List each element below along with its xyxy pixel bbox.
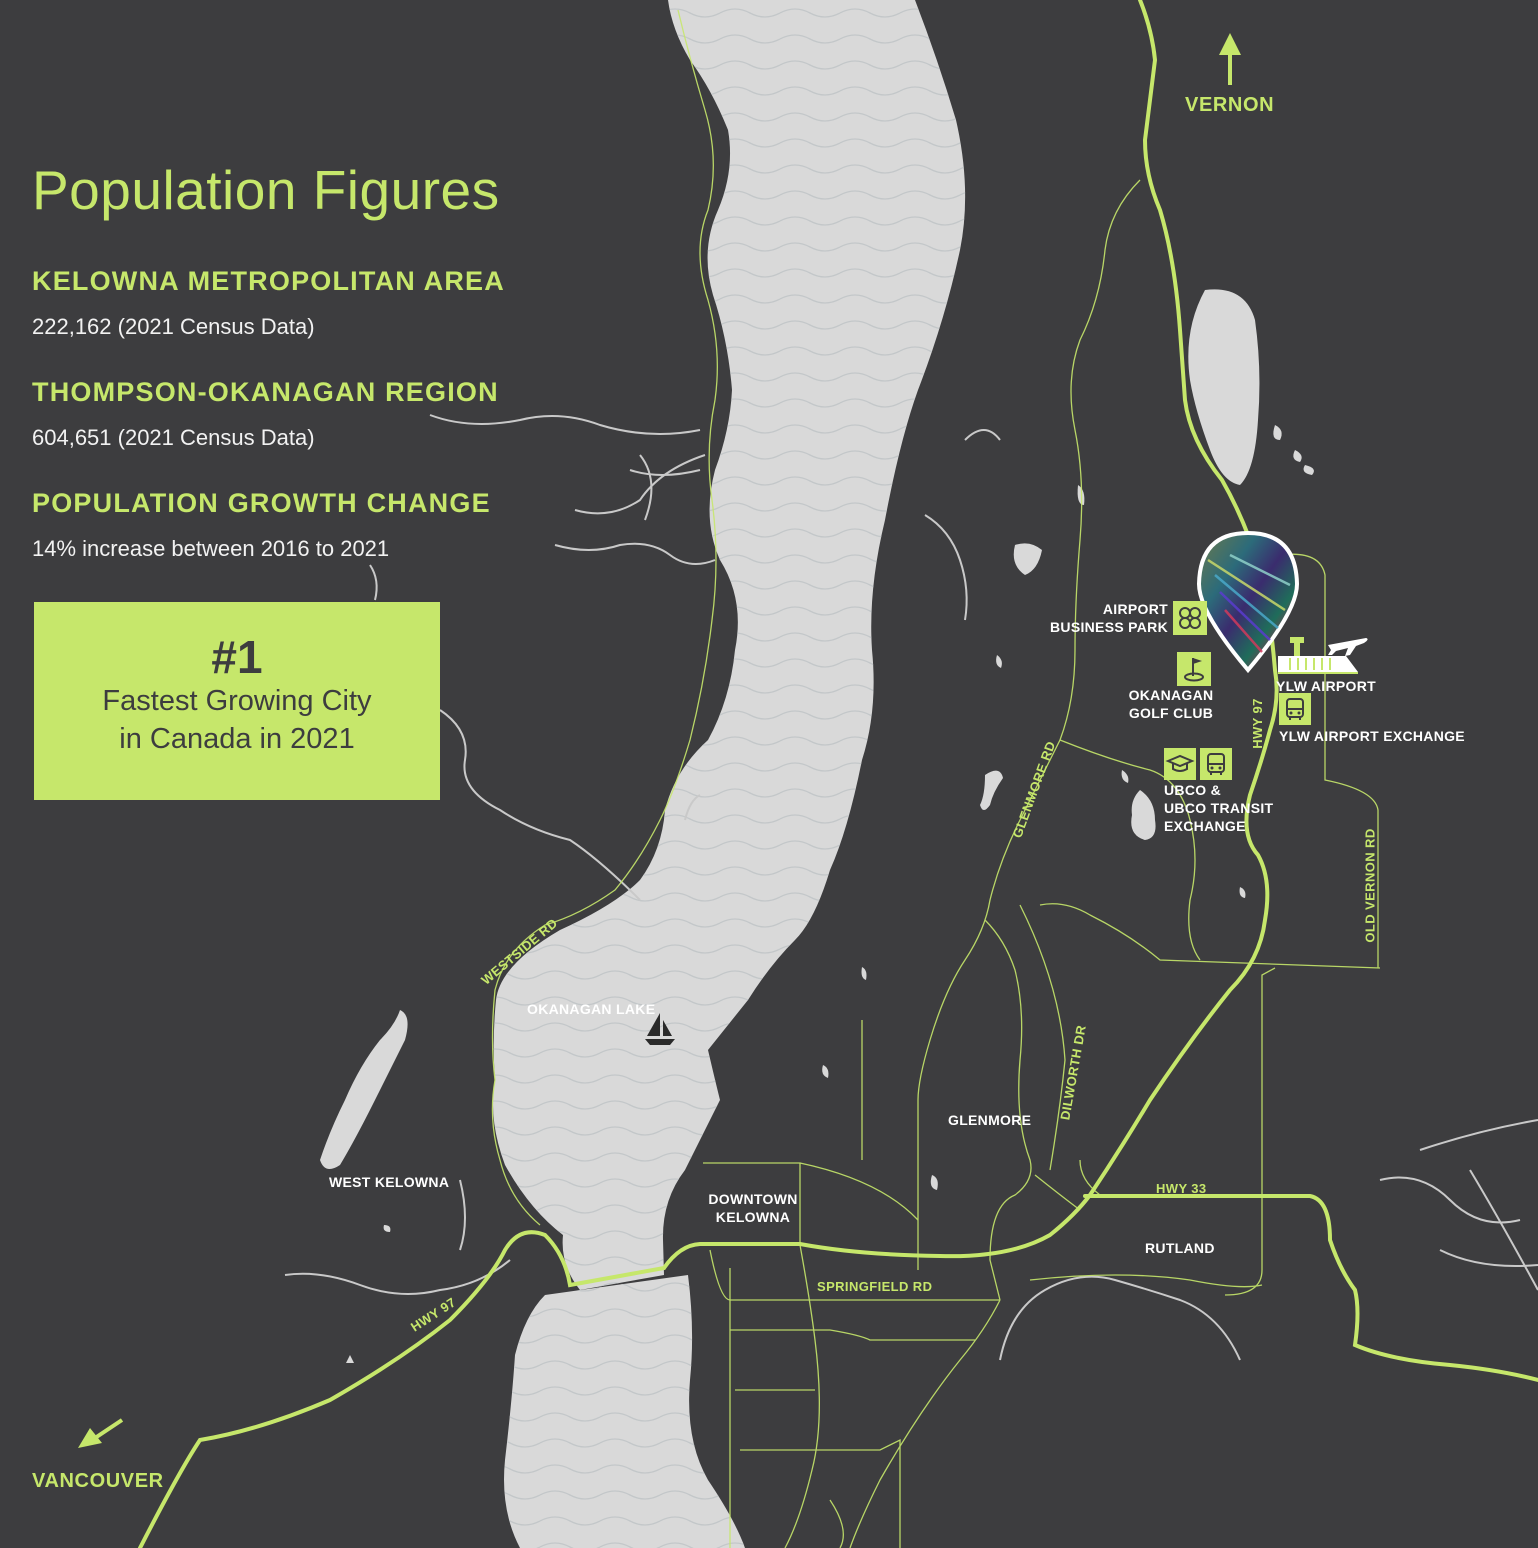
stat-heading-population-growth: POPULATION GROWTH CHANGE bbox=[32, 488, 491, 518]
golf-line-2: GOLF CLUB bbox=[1128, 705, 1214, 721]
place-label-downtown-kelowna: DOWNTOWN KELOWNA bbox=[705, 1190, 801, 1226]
golf-line-1: OKANAGAN bbox=[1128, 687, 1214, 703]
road-label-springfield-rd: SPRINGFIELD RD bbox=[817, 1279, 933, 1294]
road-label-old-vernon-rd: OLD VERNON RD bbox=[1362, 828, 1378, 943]
ubco-line-3: EXCHANGE bbox=[1164, 818, 1246, 834]
location-pin-icon bbox=[1196, 530, 1300, 674]
sailboat-icon bbox=[645, 1013, 675, 1045]
page-title: Population Figures bbox=[32, 159, 500, 221]
place-label-rutland: RUTLAND bbox=[1145, 1240, 1215, 1256]
airport-bp-line-1: AIRPORT bbox=[1102, 601, 1168, 617]
callout-line-1: Fastest Growing City bbox=[102, 685, 372, 717]
place-label-glenmore: GLENMORE bbox=[948, 1112, 1032, 1128]
highways bbox=[138, 0, 1538, 1548]
road-label-hwy-33: HWY 33 bbox=[1156, 1181, 1207, 1196]
minor-roads bbox=[491, 9, 1381, 1548]
stat-heading-thompson-okanagan: THOMPSON-OKANAGAN REGION bbox=[32, 377, 499, 407]
place-label-okanagan-lake: OKANAGAN LAKE bbox=[527, 1001, 656, 1017]
bus-icon bbox=[1200, 748, 1232, 780]
okanagan-lake-shape bbox=[492, 0, 966, 1548]
arrow-north-icon bbox=[1219, 33, 1241, 85]
place-label-ubco: UBCO & UBCO TRANSIT EXCHANGE bbox=[1164, 781, 1273, 835]
place-label-okanagan-golf-club: OKANAGAN GOLF CLUB bbox=[1118, 686, 1224, 722]
creeks bbox=[284, 414, 1538, 1361]
bus-icon bbox=[1279, 693, 1311, 725]
callout-rank: #1 bbox=[211, 631, 263, 683]
fastest-growing-callout: #1 Fastest Growing City in Canada in 202… bbox=[34, 602, 440, 800]
stat-value-kelowna-metro: 222,162 (2021 Census Data) bbox=[32, 314, 315, 339]
stat-value-thompson-okanagan: 604,651 (2021 Census Data) bbox=[32, 425, 315, 450]
place-label-ylw-airport-exchange: YLW AIRPORT EXCHANGE bbox=[1279, 728, 1465, 744]
place-label-downtown-line-2: KELOWNA bbox=[715, 1209, 791, 1225]
place-label-downtown-line-1: DOWNTOWN bbox=[708, 1191, 798, 1207]
airport-bp-line-2: BUSINESS PARK bbox=[1050, 619, 1168, 635]
place-label-airport-business-park: AIRPORT BUSINESS PARK bbox=[1040, 600, 1168, 636]
ubco-line-1: UBCO & bbox=[1164, 782, 1222, 798]
direction-label-vancouver: VANCOUVER bbox=[32, 1470, 164, 1492]
callout-line-2: in Canada in 2021 bbox=[119, 723, 355, 755]
place-label-west-kelowna: WEST KELOWNA bbox=[329, 1174, 450, 1190]
small-lakes bbox=[320, 289, 1314, 1363]
airplane-icon bbox=[1328, 638, 1368, 656]
direction-label-vernon: VERNON bbox=[1185, 94, 1275, 116]
arrow-southwest-icon bbox=[78, 1418, 124, 1448]
place-label-ylw-airport: YLW AIRPORT bbox=[1276, 678, 1377, 694]
stat-heading-kelowna-metro: KELOWNA METROPOLITAN AREA bbox=[32, 266, 505, 296]
stat-value-population-growth: 14% increase between 2016 to 2021 bbox=[32, 536, 390, 561]
airport-tower-icon bbox=[1278, 637, 1358, 674]
graduation-cap-icon bbox=[1164, 748, 1196, 780]
business-park-icon bbox=[1173, 601, 1207, 635]
road-label-hwy-97-north: HWY 97 bbox=[1249, 698, 1265, 749]
golf-flag-icon bbox=[1177, 652, 1211, 686]
ubco-line-2: UBCO TRANSIT bbox=[1164, 800, 1274, 816]
